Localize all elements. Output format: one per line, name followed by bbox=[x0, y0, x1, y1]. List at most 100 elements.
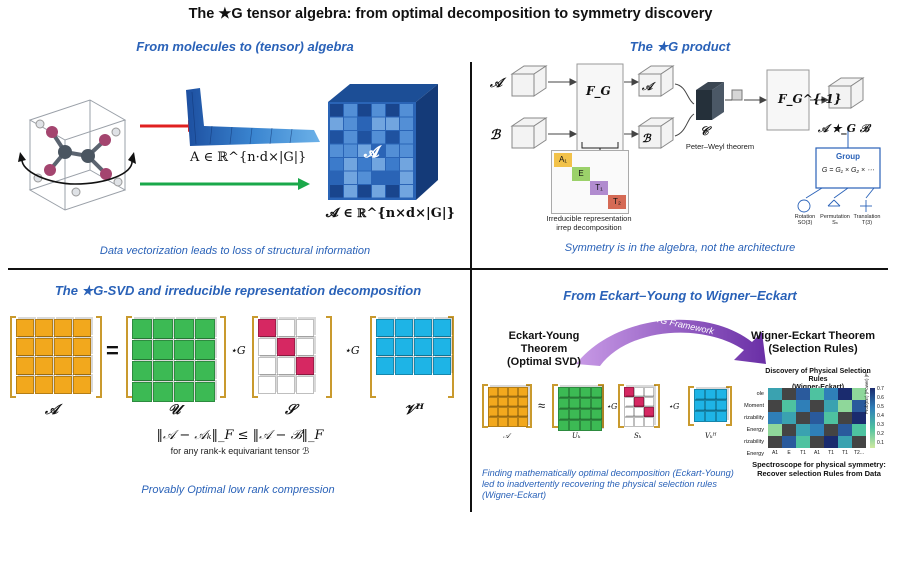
heatmap-col-label: A1 bbox=[771, 450, 779, 456]
colorbar-tick: 0.5 bbox=[877, 404, 884, 410]
matrix-tile bbox=[277, 357, 295, 375]
heatmap-col-label: T1 bbox=[842, 450, 848, 456]
heatmap-cell bbox=[810, 412, 824, 424]
matrix-v bbox=[370, 316, 454, 398]
cube-tile bbox=[372, 158, 385, 171]
tensor-symbol: 𝓐 bbox=[364, 142, 380, 161]
matrix-tile bbox=[634, 387, 644, 397]
cube-tile bbox=[400, 104, 413, 117]
q4-title: From Eckart–Young to Wigner–Eckart bbox=[563, 288, 797, 303]
heatmap-col-label: T1 bbox=[828, 450, 834, 456]
atom bbox=[46, 126, 58, 138]
matrix-tile bbox=[498, 387, 508, 397]
matrix-tile bbox=[558, 398, 569, 409]
matrix-tile bbox=[508, 407, 518, 417]
star-g-2: ⋆G bbox=[344, 344, 360, 357]
matrix-tile bbox=[73, 338, 91, 356]
heatmap-cell bbox=[768, 388, 782, 400]
matrix-tile bbox=[591, 398, 602, 409]
heatmap-cell bbox=[852, 388, 866, 400]
matrix-tile bbox=[277, 376, 295, 394]
cube-tile bbox=[358, 185, 371, 198]
heatmap-cell bbox=[852, 436, 866, 448]
matrix-tile bbox=[258, 357, 276, 375]
cube-tile bbox=[330, 104, 343, 117]
matrix-tile bbox=[705, 411, 716, 422]
flat-vector bbox=[186, 88, 320, 146]
matrix-tile bbox=[195, 340, 215, 360]
matrix-tile bbox=[558, 420, 569, 431]
matrix-tile bbox=[174, 340, 194, 360]
irrep-block: E bbox=[572, 167, 590, 181]
heatmap-cell bbox=[782, 412, 796, 424]
matrix-tile bbox=[296, 338, 314, 356]
mini-label-a: 𝒜 bbox=[503, 432, 510, 440]
label-u: 𝒰 bbox=[168, 402, 181, 418]
cube-tile bbox=[386, 144, 399, 157]
matrix-tile bbox=[132, 340, 152, 360]
q3-title: The ★G-SVD and irreducible representatio… bbox=[54, 283, 422, 298]
matrix-tile bbox=[54, 357, 72, 375]
matrix-tile bbox=[395, 319, 413, 337]
matrix-tile bbox=[644, 417, 654, 427]
inequality-note: for any rank-k equivariant tensor ℬ bbox=[170, 446, 310, 456]
matrix-tile bbox=[132, 382, 152, 402]
matrix-tile bbox=[258, 376, 276, 394]
matrix-bracket bbox=[552, 384, 558, 428]
colorbar-tick: 0.6 bbox=[877, 395, 884, 401]
matrix-tile bbox=[258, 319, 276, 337]
matrix-tile bbox=[518, 407, 528, 417]
matrix-tile bbox=[569, 387, 580, 398]
matrix-tile bbox=[716, 400, 727, 411]
matrix-tile bbox=[569, 420, 580, 431]
matrix-bracket bbox=[526, 384, 532, 428]
row-label: rizability bbox=[744, 415, 764, 421]
matrix-tile bbox=[174, 361, 194, 381]
fourier-transform: F_G bbox=[586, 84, 611, 98]
cube-tile bbox=[358, 117, 371, 130]
cube-tile bbox=[358, 171, 371, 184]
matrix-tile bbox=[414, 319, 432, 337]
row-label: ole Moment bbox=[744, 391, 764, 409]
matrix-tile bbox=[580, 420, 591, 431]
matrix-tile bbox=[414, 357, 432, 375]
cube-tile bbox=[372, 144, 385, 157]
product-c: 𝒞 bbox=[700, 124, 709, 138]
mini-label-s: Sₖ bbox=[634, 432, 642, 440]
matrix-bracket bbox=[10, 316, 16, 398]
cube-tile bbox=[400, 185, 413, 198]
cube-tile bbox=[386, 185, 399, 198]
matrix-tile bbox=[296, 319, 314, 337]
matrix-tile bbox=[174, 319, 194, 339]
heatmap-cell bbox=[838, 400, 852, 412]
heatmap-cell bbox=[838, 412, 852, 424]
cube-tile bbox=[372, 185, 385, 198]
heatmap-colorbar bbox=[870, 388, 875, 448]
flat-vector-equation: A ∈ ℝ^{n·d×|G|} bbox=[190, 150, 307, 165]
matrix-tile bbox=[433, 357, 451, 375]
matrix-tile bbox=[591, 420, 602, 431]
heatmap-cell bbox=[810, 424, 824, 436]
cube-tile bbox=[372, 131, 385, 144]
matrix-tile bbox=[132, 361, 152, 381]
matrix-bracket bbox=[618, 384, 624, 428]
group-box-title: Group bbox=[836, 152, 860, 161]
cube-tile bbox=[344, 158, 357, 171]
matrix-u bbox=[126, 316, 226, 402]
matrix-tile bbox=[488, 397, 498, 407]
colorbar-label: Prob(Err) (Power) |P| bbox=[864, 371, 869, 414]
mini-label-u: Uₖ bbox=[572, 432, 581, 440]
q1-title: From molecules to (tensor) algebra bbox=[136, 39, 354, 54]
heatmap-cell bbox=[796, 412, 810, 424]
matrix-tile bbox=[508, 387, 518, 397]
matrix-tile bbox=[508, 397, 518, 407]
matrix-bracket bbox=[220, 316, 226, 398]
matrix-bracket bbox=[126, 316, 132, 398]
row-label: rizability bbox=[744, 439, 764, 445]
heatmap-cell bbox=[782, 424, 796, 436]
matrix-tile bbox=[624, 387, 634, 397]
matrix-tile bbox=[433, 319, 451, 337]
mini-matrix-v bbox=[688, 386, 732, 426]
